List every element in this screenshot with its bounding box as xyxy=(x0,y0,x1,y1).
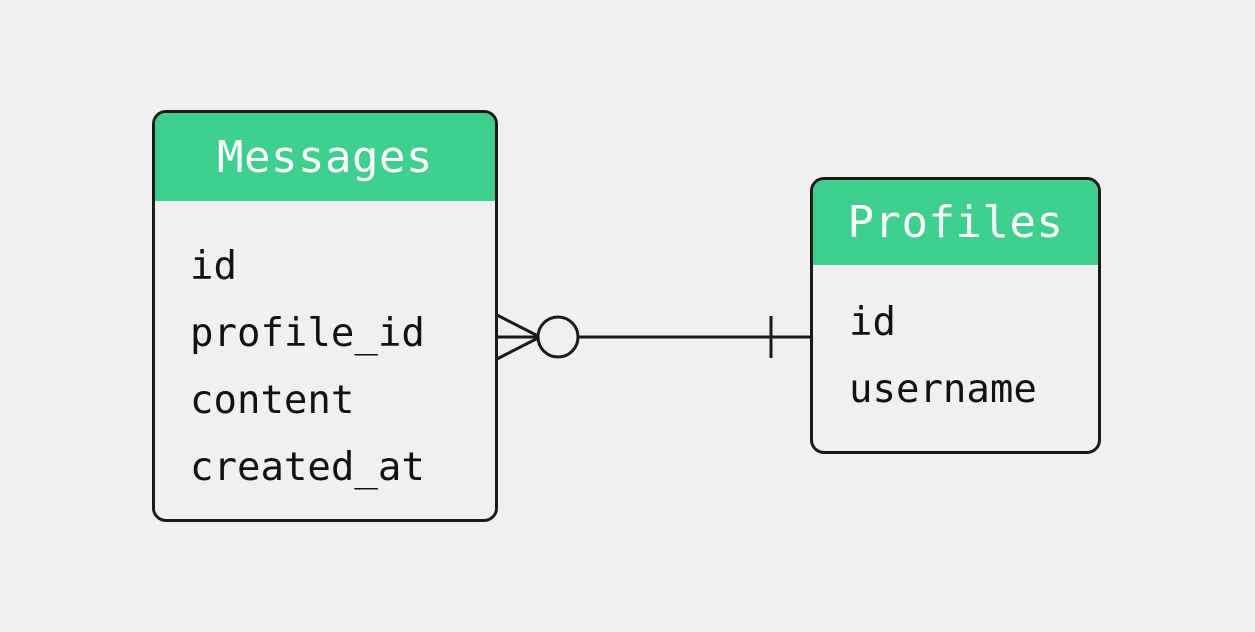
entity-messages-title: Messages xyxy=(155,113,495,201)
entity-messages[interactable]: Messages id profile_id content created_a… xyxy=(152,110,498,522)
field-row: username xyxy=(849,367,1037,412)
field-row: content xyxy=(190,378,355,423)
entity-profiles-fields: id username xyxy=(813,265,1098,437)
field-row: id xyxy=(190,244,237,289)
field-row: id xyxy=(849,300,896,345)
entity-profiles[interactable]: Profiles id username xyxy=(810,177,1101,454)
zero-cardinality-circle-icon xyxy=(536,315,580,359)
crow-foot-upper-icon xyxy=(496,313,541,339)
field-row: created_at xyxy=(190,445,425,490)
entity-messages-fields: id profile_id content created_at xyxy=(155,201,495,515)
crow-foot-lower-icon xyxy=(496,335,541,361)
entity-profiles-title: Profiles xyxy=(813,180,1098,265)
field-row: profile_id xyxy=(190,311,425,356)
